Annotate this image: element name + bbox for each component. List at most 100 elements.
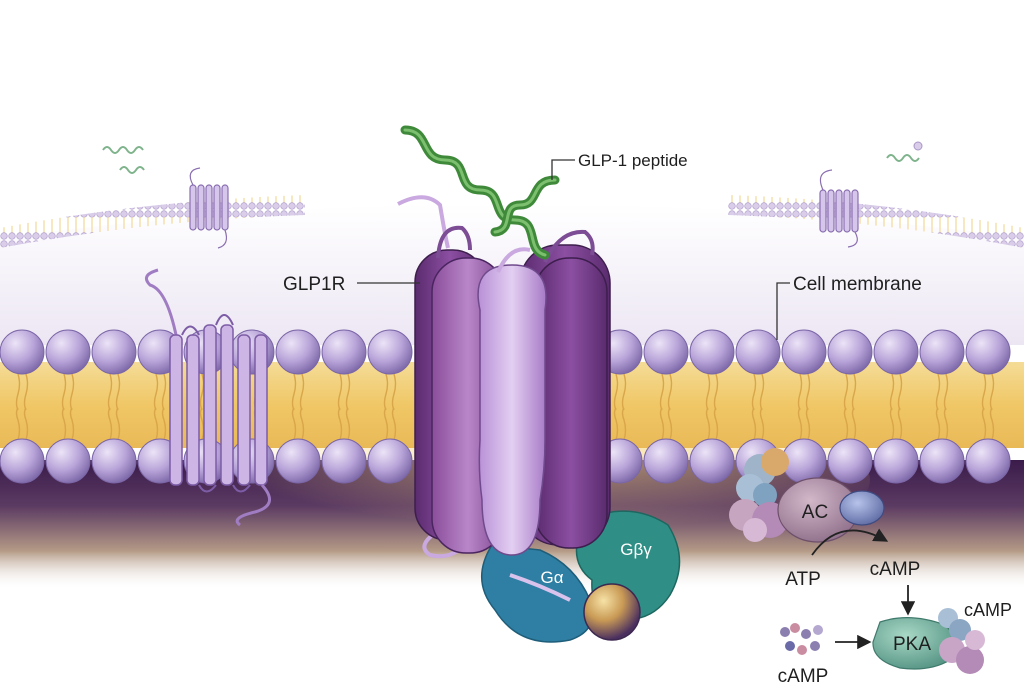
lipid-tail (705, 373, 711, 411)
lipid-tail (345, 407, 351, 441)
lipid-tail (153, 373, 159, 411)
background-membrane-right (728, 195, 1024, 248)
lipid-tail (935, 373, 941, 411)
glp1r-label: GLP1R (283, 274, 345, 295)
lipid-tail (23, 373, 29, 411)
background-receptor-left (189, 167, 229, 249)
lipid-tail (981, 373, 987, 411)
lipid-tail (161, 407, 167, 441)
lipid-head (735, 329, 781, 375)
lipid-tail (667, 373, 673, 411)
lipid-tail (291, 407, 297, 441)
lipid-tail (199, 373, 205, 411)
g-protein-complex: Gα Gβγ (480, 510, 681, 643)
cell-membrane-label: Cell membrane (793, 274, 922, 295)
lipid-tail (115, 407, 121, 441)
lipid-tail (383, 407, 389, 441)
lipid-head (367, 329, 413, 375)
lipid-tail (797, 407, 803, 441)
lipid-tail (705, 407, 711, 441)
lipid-tail (851, 373, 857, 411)
lipid-head (965, 438, 1011, 484)
cell-membrane-leader (776, 282, 790, 340)
secondary-receptor (144, 268, 271, 527)
lipid-tail (61, 373, 67, 411)
lipid-tail (943, 373, 949, 411)
lipid-tail (345, 373, 351, 411)
lipid-head (0, 438, 45, 484)
lipid-tail (383, 373, 389, 411)
background-peptide-right (886, 141, 923, 162)
pka-label: PKA (893, 634, 931, 655)
pka-regulatory-cluster (938, 608, 985, 674)
lipid-tail (759, 407, 765, 441)
lipid-tail (889, 373, 895, 411)
background-membrane-left (0, 195, 305, 248)
lipid-tail (69, 373, 75, 411)
glp1-peptide-label: GLP-1 peptide (578, 151, 688, 170)
lipid-tail (759, 373, 765, 411)
lipid-head (643, 329, 689, 375)
atp-label: ATP (785, 569, 821, 590)
ac-membrane-cluster (729, 448, 789, 542)
lipid-tail (843, 407, 849, 441)
lipid-tail (15, 373, 21, 411)
lipid-tail (115, 373, 121, 411)
lipid-tail (15, 407, 21, 441)
lipid-tail (107, 373, 113, 411)
lipid-tail (713, 373, 719, 411)
lipid-head (781, 329, 827, 375)
lipid-tail (843, 373, 849, 411)
lipid-head (827, 329, 873, 375)
lipid-tail (805, 373, 811, 411)
camp-pka-label: cAMP (964, 600, 1012, 620)
background-peptide-left (102, 146, 145, 174)
lipid-tail (107, 407, 113, 441)
gdp-gtp-ball (583, 583, 641, 641)
lipid-tail (621, 407, 627, 441)
lipid-head (45, 438, 91, 484)
lipid-head (321, 438, 367, 484)
lipid-tail (153, 407, 159, 441)
lipid-tail (667, 407, 673, 441)
g-alpha-label: Gα (540, 568, 563, 587)
lipid-head (689, 438, 735, 484)
lipid-tail (897, 373, 903, 411)
ac-side-domain (839, 490, 885, 526)
lipid-head (689, 329, 735, 375)
ac-label: AC (802, 502, 828, 523)
lipid-tail (337, 407, 343, 441)
lipid-head (367, 438, 413, 484)
lipid-tail (797, 373, 803, 411)
lipid-tail (291, 373, 297, 411)
receptor-c-terminus (509, 573, 571, 602)
lipid-tail (659, 407, 665, 441)
lipid-tail (889, 407, 895, 441)
lipid-tail (621, 373, 627, 411)
glp1r-receptor (397, 195, 611, 559)
lipid-head (873, 329, 919, 375)
lipid-tail (751, 407, 757, 441)
camp-free-label: cAMP (778, 666, 829, 687)
lipid-tail (299, 373, 305, 411)
lipid-head (91, 438, 137, 484)
lipid-head (321, 329, 367, 375)
lipid-tail (69, 407, 75, 441)
lipid-head (827, 438, 873, 484)
lipid-tail (199, 407, 205, 441)
tm-helix-front (477, 264, 547, 556)
lipid-tail (805, 407, 811, 441)
lipid-head (919, 438, 965, 484)
lipid-tail (613, 407, 619, 441)
lipid-tail (391, 373, 397, 411)
lipid-tail (751, 373, 757, 411)
lipid-tail (981, 407, 987, 441)
lipid-tail (989, 407, 995, 441)
lipid-tail (851, 407, 857, 441)
lipid-head (0, 329, 45, 375)
background-receptor-right (819, 169, 859, 248)
lipid-tail (61, 407, 67, 441)
lipid-head (91, 329, 137, 375)
lipid-tail (299, 407, 305, 441)
